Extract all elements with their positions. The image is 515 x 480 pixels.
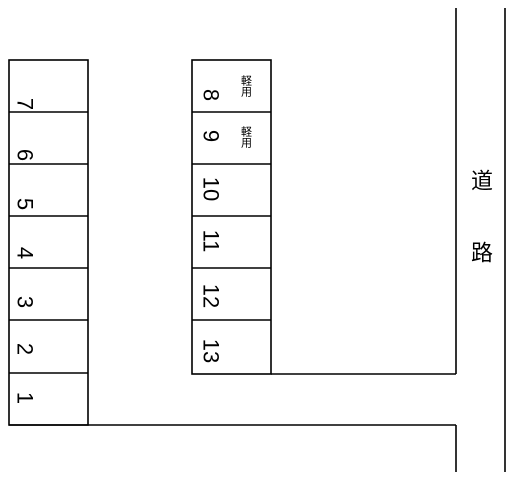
lot-outlines bbox=[8, 8, 506, 472]
road-label: 道 路 bbox=[471, 170, 493, 267]
road-char-1: 道 bbox=[471, 170, 493, 195]
space-number-9: 9 bbox=[199, 130, 224, 142]
kei-car-notes: 軽用 軽用 bbox=[240, 75, 253, 149]
space-number-3: 3 bbox=[13, 296, 38, 308]
space-number-6: 6 bbox=[13, 149, 38, 161]
kei-note-space-8: 軽用 bbox=[240, 75, 253, 98]
space-number-12: 12 bbox=[199, 284, 224, 308]
space-number-7: 7 bbox=[13, 98, 38, 110]
space-number-13: 13 bbox=[199, 339, 224, 363]
space-number-4: 4 bbox=[13, 247, 38, 259]
space-number-1: 1 bbox=[13, 392, 38, 404]
right-row-numbers: 8 9 10 11 12 13 bbox=[199, 89, 224, 363]
space-number-10: 10 bbox=[199, 177, 224, 201]
space-number-11: 11 bbox=[199, 230, 224, 253]
right-row-outline bbox=[191, 59, 272, 375]
kei-note-space-9: 軽用 bbox=[240, 126, 253, 149]
left-row-outline bbox=[8, 59, 89, 426]
space-number-8: 8 bbox=[199, 89, 224, 101]
road-char-2: 路 bbox=[471, 242, 493, 267]
left-row-numbers: 7 6 5 4 3 2 1 bbox=[13, 98, 38, 404]
space-number-2: 2 bbox=[13, 343, 38, 355]
space-number-5: 5 bbox=[13, 198, 38, 210]
